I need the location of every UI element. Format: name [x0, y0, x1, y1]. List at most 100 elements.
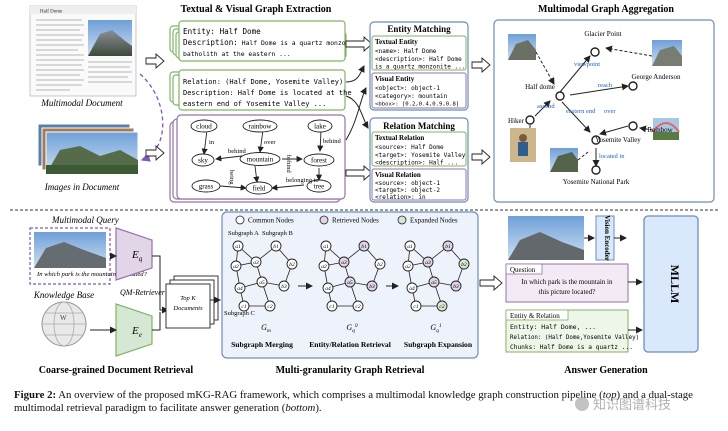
watermark-text: 知识图谱科技 — [593, 398, 672, 413]
mllm-box — [643, 215, 699, 353]
textual-relation-title: Textual Relation — [375, 134, 424, 142]
scene-graph-nodes: cloud rainbow lake sky mountain forest g… — [190, 119, 335, 195]
caption-bottom: bottom — [285, 402, 316, 415]
scene-edge-behind-2: behind — [323, 138, 341, 145]
agg-edge-ascend: ascend — [537, 103, 555, 110]
query-image — [34, 232, 106, 268]
retr-node-a5: a5 — [347, 280, 353, 286]
entity-card-line1: Entity: Half Dome — [183, 27, 261, 36]
exp-node-c1: c1 — [413, 304, 418, 310]
knowledge-base-globe-icon: W — [41, 301, 87, 347]
agg-node-hiker: Hiker — [508, 117, 525, 125]
graph-retrieval: a1 a2 a3 a4 a5 b1 b2 b3 c1 c2 — [318, 240, 386, 312]
retr-node-a2: a2 — [321, 264, 327, 270]
exp-node-a1: a1 — [407, 244, 413, 250]
merge-node-a4: a4 — [237, 285, 243, 292]
merge-node-a5: a5 — [259, 280, 265, 286]
visual-relation-line3: <relation>: in — [375, 194, 426, 201]
scene-node-lake: lake — [314, 123, 326, 131]
query-text: In which park is the mountain ... locate… — [36, 271, 148, 278]
answer-line-chunks: Chunks: Half Dome is a quartz ... — [510, 344, 633, 351]
multimodal-document-label: Multimodal Document — [40, 98, 123, 108]
relation-to-entity-matching-arrow — [345, 65, 365, 83]
visual-relation-line2: <target>: object-2 — [375, 187, 440, 194]
visual-entity-line3: <bbox>: [0.2,0.4,0.9,0.8] — [375, 102, 459, 108]
merge-node-c1: c1 — [241, 304, 246, 310]
stage-labels: Subgraph Merging Entity/Relation Retriev… — [231, 340, 473, 349]
extraction-title: Textual & Visual Graph Extraction — [181, 4, 332, 15]
doc-to-text-arrow — [145, 53, 165, 69]
relation-card-line2: Description: Half Dome is located at the — [183, 89, 352, 97]
retr-node-b1: b1 — [361, 244, 367, 250]
relation-card-line3: eastern end of Yosemite Valley ... — [183, 100, 326, 108]
multimodal-query-label: Multimodal Query — [51, 215, 119, 225]
query-encoder — [115, 227, 153, 281]
scene-node-forest: forest — [311, 157, 327, 165]
scene-edge-in: in — [209, 139, 215, 146]
multimodal-document-thumbnail: Half Dome — [29, 5, 137, 97]
scene-node-cloud: cloud — [196, 123, 212, 131]
retrieval-to-answer-arrow — [479, 275, 503, 291]
retr-node-a1: a1 — [323, 244, 329, 250]
merge-node-b2: b2 — [289, 262, 295, 268]
entity-card-line3: batholith at the eastern ... — [183, 50, 291, 58]
documents-label: Documents — [172, 305, 203, 312]
visual-relation-line1: <source>: object-1 — [375, 180, 440, 187]
entity-relation-title: Entity & Relation — [510, 312, 560, 320]
caption-mid: ) and a dual-stage multimodal retrieval … — [14, 389, 693, 415]
exp-node-a3: a3 — [425, 260, 431, 266]
question-text-1: In which park is the mountain in — [522, 278, 613, 286]
entity-to-aggregation-arrow — [471, 57, 491, 73]
multi-granularity-title: Multi-granularity Graph Retrieval — [276, 365, 425, 376]
merge-node-a3: a3 — [253, 260, 259, 266]
svg-text:W: W — [60, 314, 67, 322]
mllm-label: MLLM — [668, 265, 682, 304]
answer-generation-title: Answer Generation — [564, 365, 648, 376]
agg-node-rainbow: Rainbow — [647, 126, 673, 134]
scene-edge-belonging: belonging to — [286, 177, 319, 184]
exp-node-c2: c2 — [439, 304, 444, 310]
symbol-gq0: Gq0 — [346, 323, 358, 334]
graph-merging: a1 a2 a3 a4 a5 b1 b2 b3 c1 c2 — [230, 240, 298, 312]
visual-entity-title: Visual Entity — [375, 75, 415, 83]
question-text-2: this picture located? — [539, 288, 595, 296]
aggregation-edges — [534, 55, 629, 167]
agg-node-glacier: Glacier Point — [584, 30, 621, 38]
caption-end: ). — [315, 402, 322, 415]
entity-card-stack — [169, 20, 347, 62]
relation-matching-title: Relation Matching — [383, 121, 455, 131]
answer-line-relation: Relation: (Half Dome,Yosemite Valley) — [510, 335, 639, 341]
visual-entity-line2: <category>: mountain — [375, 93, 448, 100]
scene-edge-behind-3: behind — [285, 155, 292, 173]
aggregation-node-dots — [525, 47, 638, 175]
aggregation-node-labels: Glacier Point Half dome George Anderson … — [508, 30, 681, 186]
scene-node-mountain: mountain — [247, 156, 274, 164]
question-title: Question — [510, 266, 536, 274]
aggregation-title: Multimodal Graph Aggregation — [538, 4, 674, 15]
figure-caption: Figure 2: An overview of the proposed mK… — [14, 389, 714, 416]
watermark-logo-icon — [575, 397, 589, 411]
textual-entity-line3: is a quartz monzonite ... — [375, 64, 465, 71]
merge-node-b1: b1 — [273, 244, 279, 250]
coarse-retrieval-title: Coarse-grained Document Retrieval — [39, 365, 194, 376]
images-in-document-stack — [37, 123, 139, 175]
textual-relation-box — [371, 131, 467, 167]
agg-edge-over: over — [604, 108, 616, 115]
scene-node-sky: sky — [198, 157, 208, 165]
retrieval-legend: Common Nodes Retrieved Nodes Expanded No… — [235, 215, 458, 225]
agg-node-george: George Anderson — [631, 73, 681, 81]
aggregation-edge-labels: viewpoint reach ascend eastern end over … — [537, 61, 625, 160]
answer-image — [508, 216, 584, 260]
stage-retrieval: Entity/Relation Retrieval — [309, 340, 391, 349]
relation-to-aggregation-arrow — [471, 149, 491, 165]
visual-entity-box — [371, 72, 467, 109]
textual-relation-line2: <target>: Yosemite Valley — [375, 152, 466, 159]
scene-node-grass: grass — [199, 183, 214, 191]
agg-edge-reach: reach — [598, 82, 613, 89]
textual-relation-line1: <source>: Half Dome — [375, 144, 444, 151]
knowledge-base-label: Knowledge Base — [33, 290, 94, 300]
merge-node-b3: b3 — [281, 284, 287, 290]
textual-entity-line1: <name>: Half Dome — [375, 48, 437, 55]
agg-edge-viewpoint: viewpoint — [574, 61, 600, 68]
